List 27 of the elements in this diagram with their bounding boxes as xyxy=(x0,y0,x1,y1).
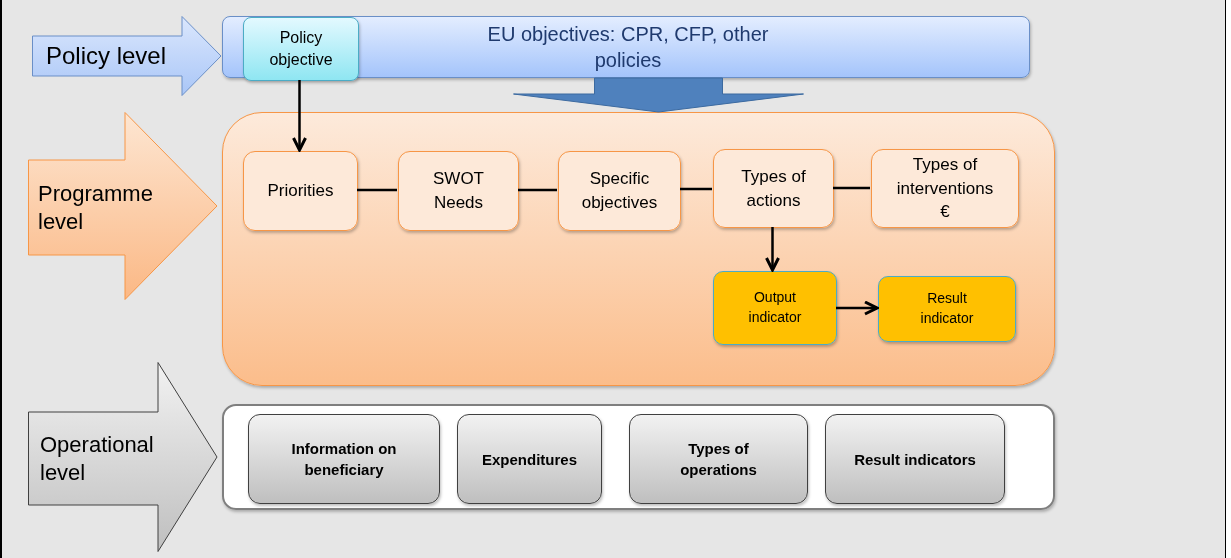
connector-line xyxy=(518,188,557,192)
level-label: Policy level xyxy=(46,41,168,71)
operational-panel xyxy=(222,404,1055,510)
indicator-box: Output indicator xyxy=(713,271,837,345)
process-box: Specific objectives xyxy=(558,151,681,231)
process-box: Result indicators xyxy=(825,414,1005,504)
arrow xyxy=(292,80,307,152)
connector-line xyxy=(680,187,712,191)
process-box: SWOT Needs xyxy=(398,151,519,231)
process-box: Expenditures xyxy=(457,414,602,504)
indicator-box: Result indicator xyxy=(878,276,1016,342)
connector-line xyxy=(833,186,870,190)
level-label: Operational level xyxy=(40,431,155,487)
level-label: Programme level xyxy=(38,180,154,236)
process-box: Priorities xyxy=(243,151,358,231)
arrow xyxy=(765,227,780,272)
process-box: Types of interventions € xyxy=(871,149,1019,228)
process-box: Information on beneficiary xyxy=(248,414,440,504)
programme-panel xyxy=(222,112,1055,386)
block-arrow xyxy=(513,77,804,113)
process-box: Types of actions xyxy=(713,149,834,228)
arrow xyxy=(836,300,879,316)
connector-line xyxy=(357,188,397,192)
objectives-banner xyxy=(222,16,1030,78)
process-box: Types of operations xyxy=(629,414,808,504)
process-box: Policy objective xyxy=(243,17,359,81)
banner-text: EU objectives: CPR, CFP, other policies xyxy=(486,22,770,73)
